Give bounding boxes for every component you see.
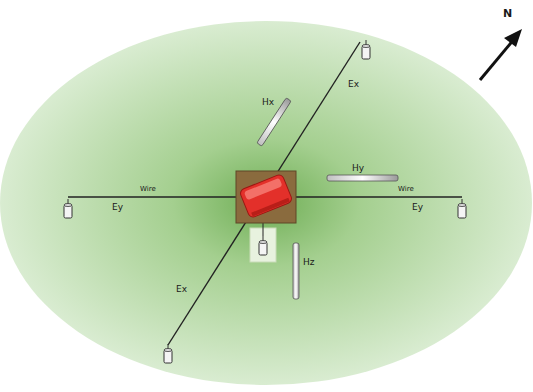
survey-area: [0, 21, 532, 385]
dipole-label: Ey: [412, 203, 423, 212]
north-label: N: [503, 8, 512, 19]
wire-label: Wire: [398, 186, 414, 193]
dipole-label: Ey: [112, 203, 123, 212]
recorder-unit: [239, 173, 293, 218]
dipole-label: Ex: [176, 285, 187, 294]
electrode: [259, 236, 267, 255]
electrode: [362, 40, 370, 59]
north-arrowhead: [504, 29, 522, 47]
electrode: [164, 344, 172, 363]
ex-wire: [168, 42, 360, 345]
hz-coil: [293, 243, 299, 299]
electrode: [458, 199, 466, 218]
hy-coil: [327, 175, 398, 181]
magnetometer-label: Hx: [262, 98, 274, 107]
dipole-label: Ex: [348, 80, 359, 89]
hx-coil: [257, 98, 291, 147]
wire-label: Wire: [140, 186, 156, 193]
magnetometer-label: Hy: [352, 164, 364, 173]
north-arrow: [480, 38, 515, 80]
electrode: [64, 199, 72, 218]
magnetometer-label: Hz: [303, 258, 315, 267]
instrument-pit: [236, 171, 296, 223]
